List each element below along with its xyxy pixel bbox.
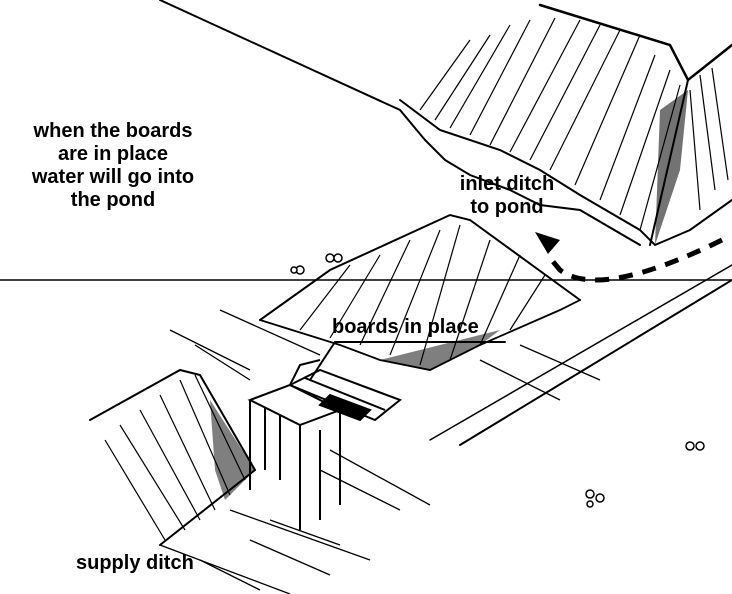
boards-note-line: water will go into (31, 166, 195, 188)
inlet-label-line: inlet ditch (459, 173, 555, 195)
ditch-floor (159, 309, 601, 594)
boards-note: when the boards are in place water will … (4, 120, 222, 212)
inlet-label: inlet ditch to pond (452, 173, 562, 219)
boards-note-line: the pond (70, 189, 156, 211)
upper-embankment (159, 0, 732, 247)
boards-in-place-label: boards in place (332, 316, 479, 338)
pebbles (290, 253, 705, 508)
left-embankment (89, 368, 256, 546)
flow-arrow (535, 232, 724, 283)
middle-embankment (259, 213, 581, 371)
boards-note-line: when the boards (33, 120, 193, 142)
boards-note-line: are in place (57, 143, 169, 165)
inlet-label-line: to pond (470, 196, 544, 218)
gate-structure (247, 359, 402, 530)
supply-ditch-label: supply ditch (76, 552, 194, 574)
